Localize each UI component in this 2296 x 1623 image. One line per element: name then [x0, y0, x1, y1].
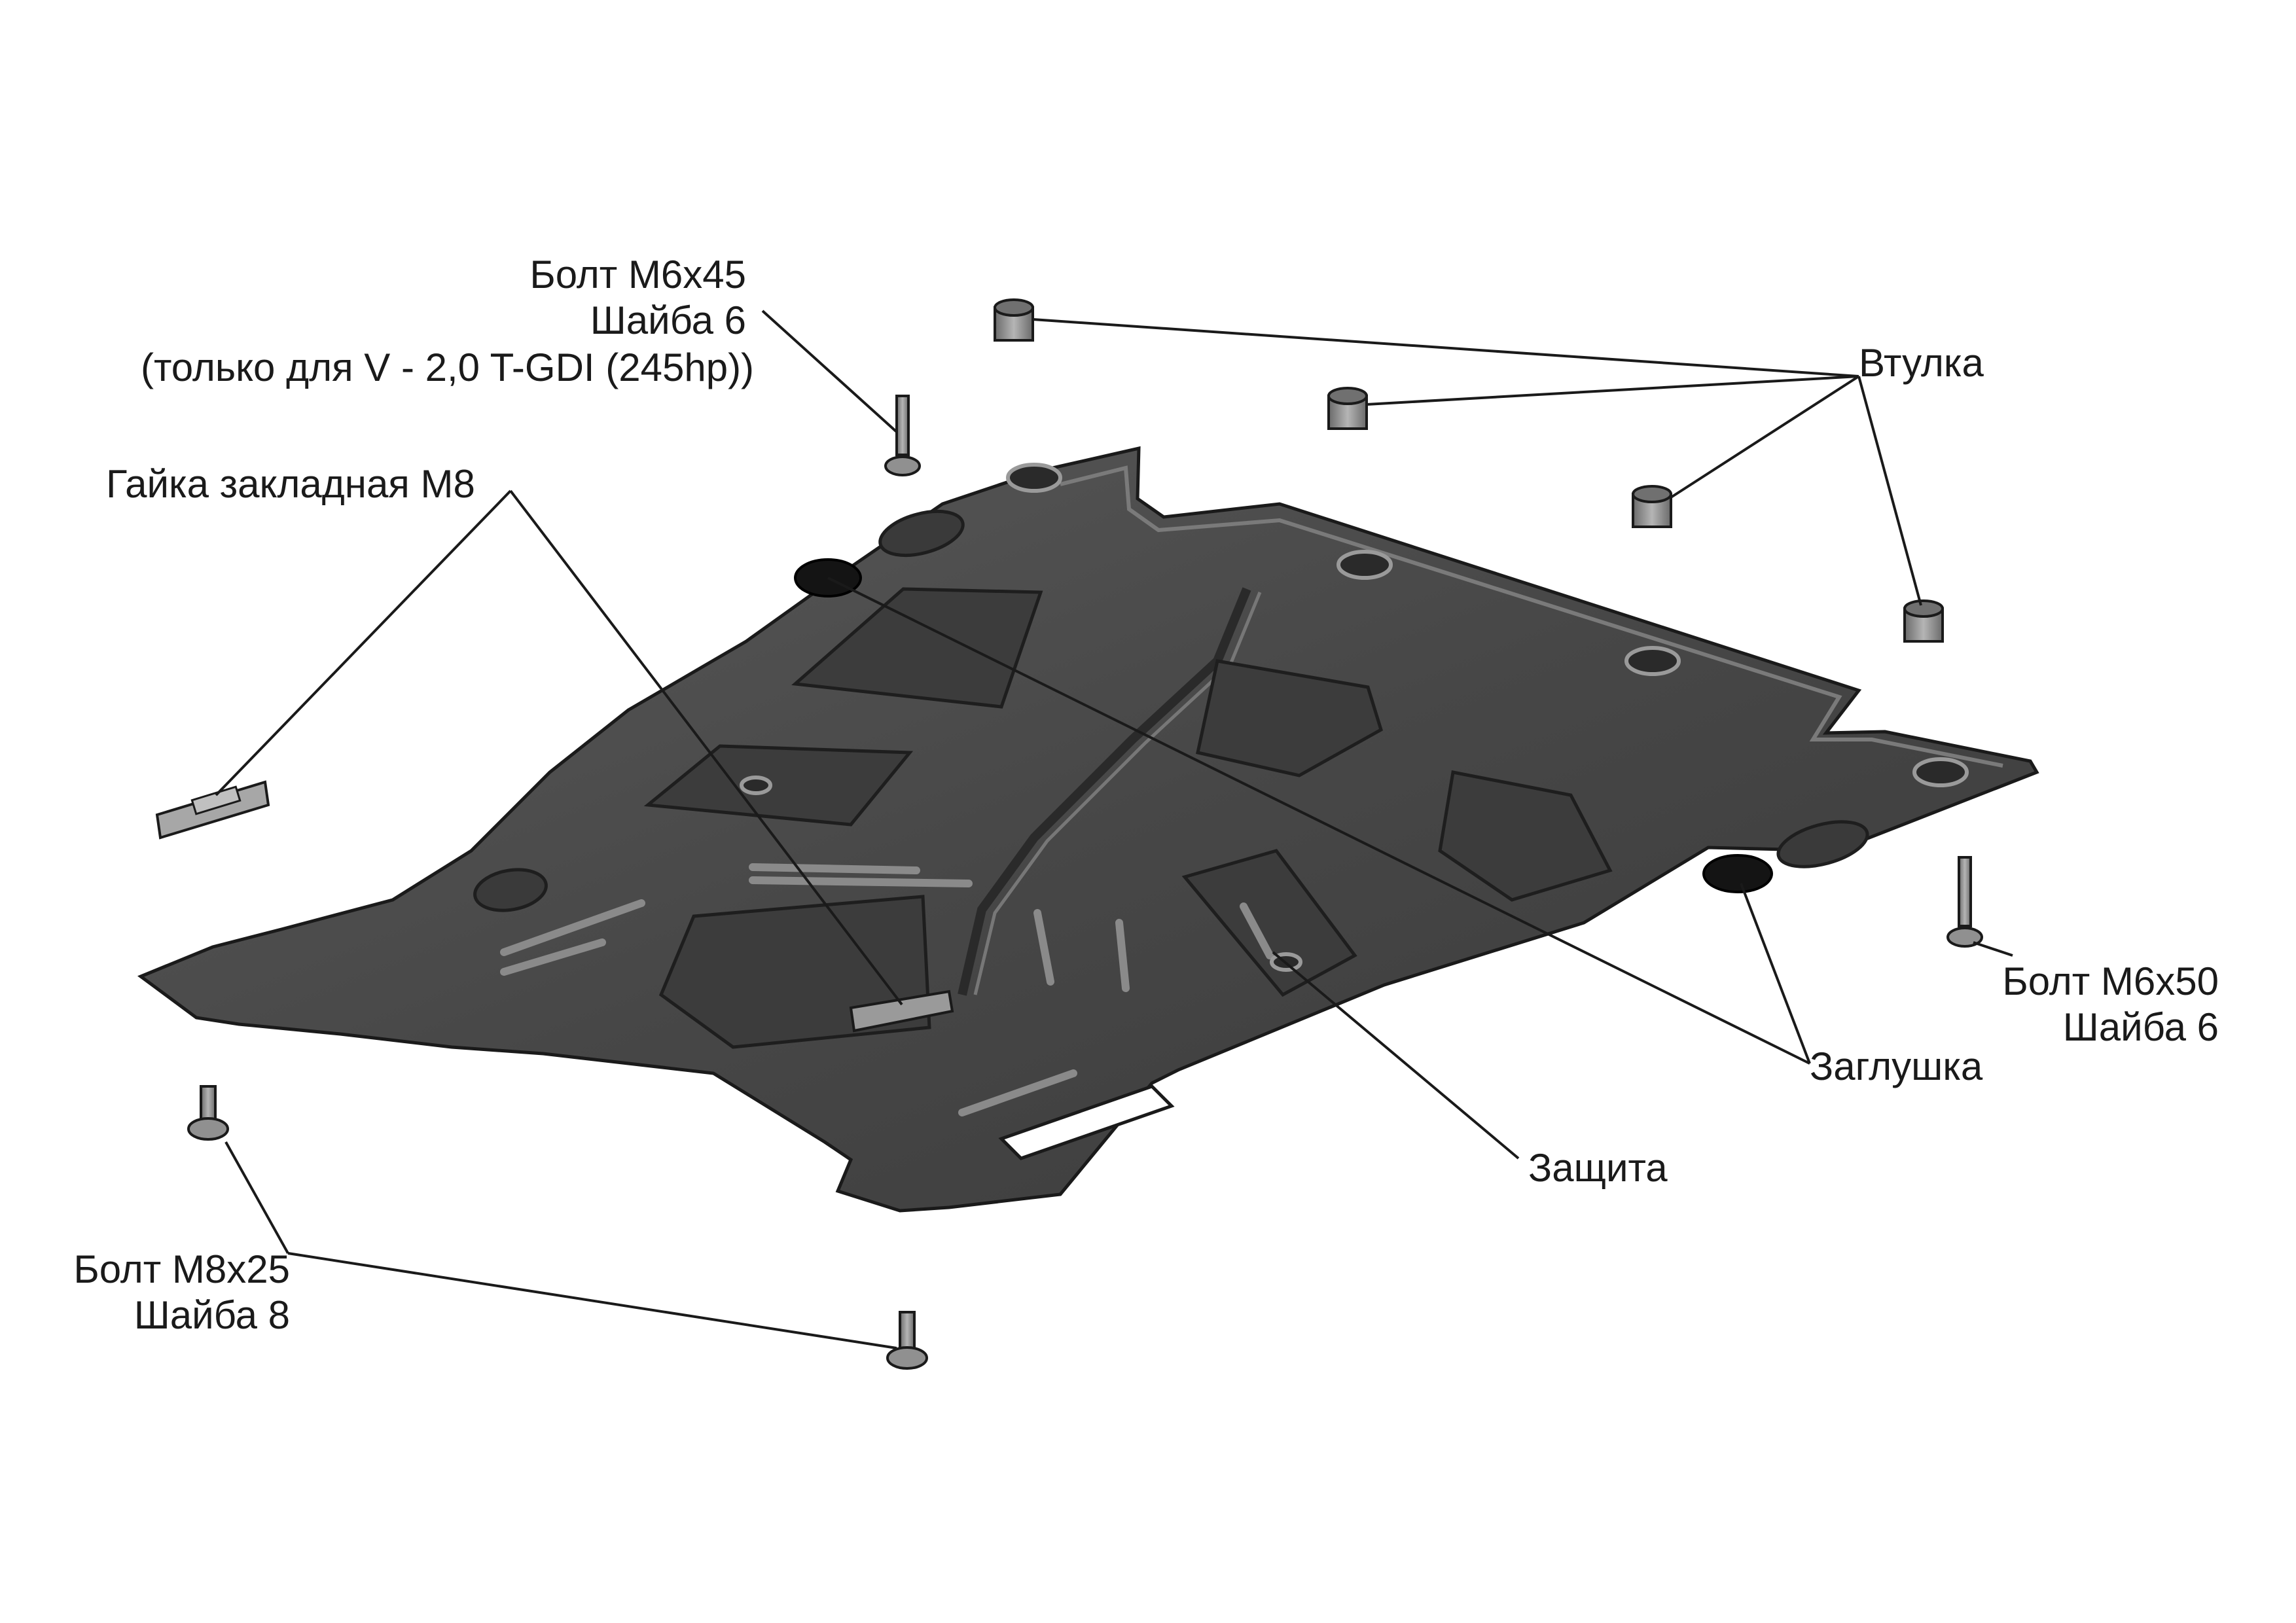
plug-right	[1702, 854, 1773, 893]
guard-ribs	[500, 863, 1274, 1116]
guard-mount-holes	[740, 463, 1969, 972]
guard-oval-pads	[473, 509, 1869, 912]
mount-hole	[1912, 757, 1969, 787]
embedded-nut-part	[155, 780, 270, 840]
label-bolt-m6x45-line2: Шайба 6	[590, 298, 746, 342]
mount-hole	[1336, 550, 1393, 580]
label-bolt-m8x25-line2: Шайба 8	[134, 1293, 290, 1337]
bushing-4	[1903, 599, 1944, 643]
leader-lines	[215, 310, 2013, 1349]
label-bolt-m6x45-note: (только для V - 2,0 T-GDI (245hp))	[141, 345, 754, 391]
leader-bolt-m8x25-b	[287, 1252, 897, 1349]
bolt-m6x50-part	[1946, 856, 1983, 948]
guard-cutout	[998, 1084, 1175, 1160]
label-bolt-m6x50-line2: Шайба 6	[2062, 1005, 2219, 1049]
leader-bushing-1	[1032, 318, 1859, 378]
note-engine: V - 2,0 T-GDI (245hp))	[364, 346, 755, 389]
bushings	[994, 298, 1944, 643]
guard-rim	[1060, 465, 2003, 768]
label-bolt-m6x45: Болт М6х45 Шайба 6	[529, 252, 746, 344]
leader-guard	[1272, 951, 1520, 1160]
leader-plug-a	[827, 577, 1810, 1065]
bushing-2	[1327, 387, 1368, 430]
label-bolt-m6x45-line1: Болт М6х45	[529, 253, 746, 296]
guard-outline	[137, 446, 2039, 1213]
label-bolt-m6x50-line1: Болт М6х50	[2002, 959, 2219, 1003]
embedded-nut-on-guard	[849, 990, 954, 1033]
label-bolt-m6x50: Болт М6х50 Шайба 6	[2002, 959, 2219, 1050]
label-plug: Заглушка	[1810, 1044, 1983, 1088]
bolts	[187, 395, 1983, 1370]
label-guard: Защита	[1528, 1146, 1668, 1190]
mount-hole	[1006, 463, 1062, 493]
leader-nut-a	[215, 490, 512, 796]
bolt-m8x25-part-b	[886, 1311, 928, 1370]
guard-plate	[137, 446, 2039, 1213]
note-prefix: (только для	[141, 346, 365, 389]
guard-central-ridge	[958, 587, 1251, 996]
leader-bushing-2	[1366, 375, 1859, 406]
mount-hole	[740, 776, 772, 795]
leader-bolt-m6x50	[1973, 941, 2013, 957]
leader-bolt-m6x45	[761, 310, 898, 433]
label-embedded-nut: Гайка закладная М8	[106, 462, 475, 506]
leader-bushing-4	[1857, 376, 1922, 606]
bolt-m8x25-part-a	[187, 1085, 229, 1141]
bushing-1	[994, 298, 1034, 342]
label-bushing: Втулка	[1859, 341, 1984, 385]
mount-hole	[1624, 646, 1681, 676]
leader-nut-b	[509, 490, 903, 1006]
bushing-3	[1632, 485, 1672, 528]
leader-bolt-m8x25-a	[224, 1141, 289, 1254]
leader-bushing-3	[1670, 375, 1860, 499]
label-bolt-m8x25-line1: Болт М8х25	[73, 1247, 290, 1291]
leader-plug-b	[1740, 883, 1811, 1064]
guard-central-ridge-highlight	[973, 592, 1262, 995]
bolt-m6x45-part	[884, 395, 921, 476]
label-bolt-m8x25: Болт М8х25 Шайба 8	[73, 1247, 290, 1338]
